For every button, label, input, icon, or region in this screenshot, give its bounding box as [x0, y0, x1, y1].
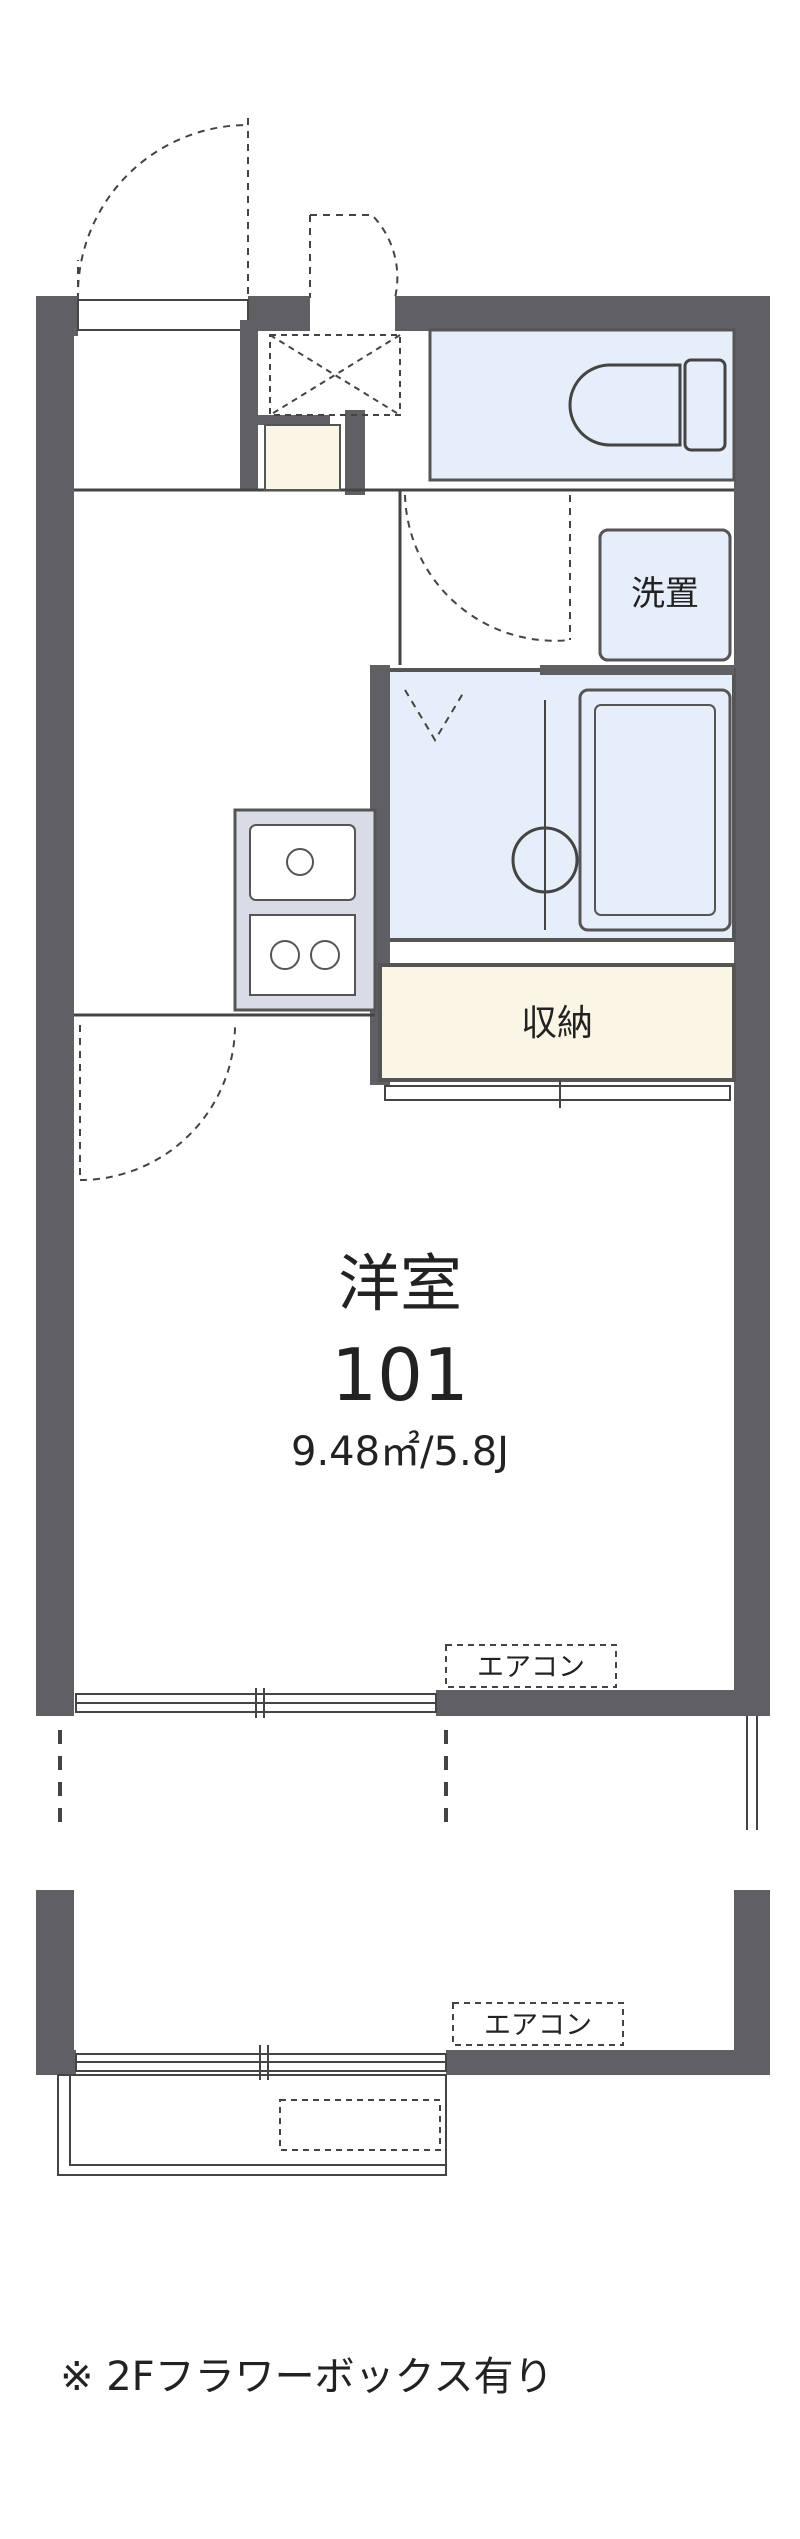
aircon-box-1: [445, 1644, 617, 1688]
room-number-label: 101: [331, 1333, 468, 1417]
storage-doors: [384, 1080, 731, 1108]
bath-door: [404, 689, 466, 742]
footnote: ※ 2Fフラワーボックス有り: [60, 2354, 554, 2400]
meter-box-door: [309, 214, 399, 299]
kitchen-counter: [233, 808, 377, 1012]
entrance-opening: [77, 299, 249, 331]
entrance-door: [76, 118, 249, 301]
aircon-label-1: エアコン: [477, 1652, 585, 1683]
meter-box: [269, 334, 401, 416]
balcony-right-rail: [746, 1716, 758, 1830]
washroom-door: [404, 494, 571, 642]
washer-space: [598, 528, 732, 662]
toilet-icon: [568, 358, 727, 452]
washbasin-icon: [511, 700, 579, 930]
shoe-closet: [264, 424, 341, 491]
balcony-guides: [58, 1730, 448, 1830]
upper-floor-walls: [36, 1890, 770, 2075]
outer-walls: [36, 296, 770, 1716]
aircon-box-2: [452, 2002, 624, 2046]
storage-label: 収納: [521, 1003, 593, 1044]
aircon-label-2: エアコン: [484, 2010, 592, 2041]
flower-box: [57, 2074, 447, 2176]
storage-closet: [378, 963, 736, 1082]
room-type-label: 洋室: [338, 1247, 462, 1320]
washer-label: 洗置: [631, 574, 699, 614]
south-window: [75, 1688, 437, 1718]
room-door: [79, 1024, 236, 1181]
room-area-label: 9.48㎡/5.8J: [291, 1429, 509, 1475]
